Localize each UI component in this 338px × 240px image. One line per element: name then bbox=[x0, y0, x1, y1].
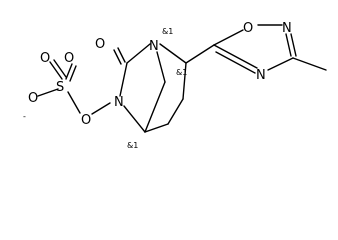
atom-s: S bbox=[56, 80, 64, 95]
atom-n-ring: N bbox=[114, 95, 124, 110]
stereo-label-c-bottom: &1 bbox=[127, 141, 138, 150]
atom-n-bridge: N bbox=[149, 39, 159, 54]
atom-o-ester: O bbox=[81, 113, 91, 128]
atom-oxadiazole-n-top: N bbox=[282, 21, 292, 36]
bond-lines bbox=[37, 43, 215, 133]
atom-labels: O N N O S O O O - O N N bbox=[23, 21, 292, 128]
stereo-label-c-oxadiazolyl: &1 bbox=[176, 68, 187, 77]
molecule-structure: O N N O S O O O - O N N &1 &1 &1 bbox=[23, 21, 327, 150]
atom-o-sulfonyl-1: O bbox=[40, 51, 50, 66]
oxadiazole-ring-bonds bbox=[213, 24, 327, 74]
atom-o-carbonyl: O bbox=[95, 37, 105, 52]
stereo-labels: &1 &1 &1 bbox=[127, 27, 187, 150]
atom-oxadiazole-o: O bbox=[243, 21, 253, 36]
atom-o-sulfonyl-2: O bbox=[64, 51, 74, 66]
atom-oxadiazole-n-bottom: N bbox=[256, 68, 266, 83]
stereo-label-n-bridge: &1 bbox=[162, 27, 173, 36]
charge-minus: - bbox=[23, 112, 26, 121]
atom-o-minus: O bbox=[28, 91, 38, 106]
